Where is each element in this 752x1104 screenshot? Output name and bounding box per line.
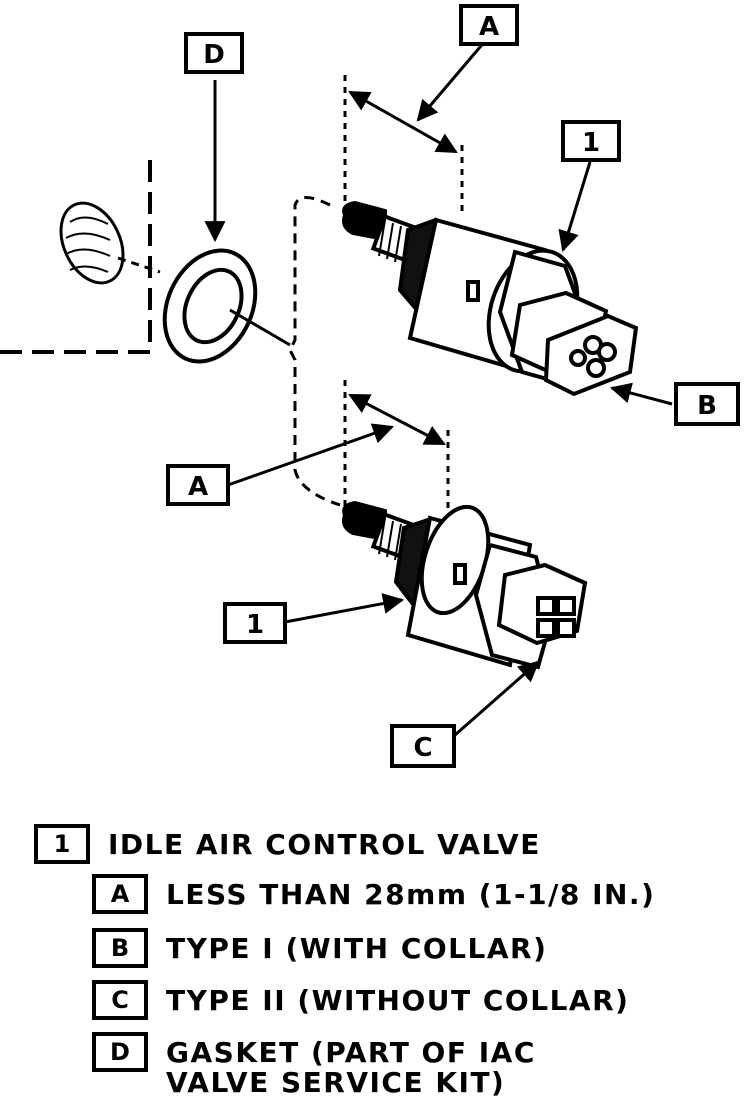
throttle-body-outline [0, 160, 152, 354]
legend-key-d: D [92, 1032, 148, 1072]
leader-a-top [416, 39, 488, 122]
bore-seat [59, 201, 125, 285]
legend-key-b: B [92, 928, 148, 968]
callout-1-top: 1 [561, 120, 621, 162]
iac-valve-type-1 [342, 200, 639, 397]
callout-c: C [390, 724, 456, 768]
legend-label-1: IDLE AIR CONTROL VALVE [108, 827, 541, 861]
legend-key-c: C [92, 980, 148, 1020]
leader-a-mid [227, 423, 394, 487]
iac-valve-type-2 [342, 500, 588, 670]
centerline-bore [117, 256, 161, 274]
svg-text:D: D [203, 40, 225, 70]
iac-valve-diagram: A D 1 B A 1 C [0, 4, 740, 768]
svg-text:C: C [413, 733, 432, 763]
svg-text:1: 1 [582, 128, 600, 158]
svg-text:1: 1 [246, 610, 264, 640]
svg-text:A: A [479, 12, 499, 42]
leader-1-top [558, 161, 592, 253]
legend-item-a: A LESS THAN 28mm (1-1/8 IN.) [92, 874, 655, 914]
callout-d: D [184, 32, 244, 74]
legend-key-a: A [92, 874, 148, 914]
legend-key-1: 1 [34, 824, 90, 864]
leader-1-bottom [284, 593, 405, 624]
callout-1-bottom: 1 [223, 602, 287, 644]
leader-c [454, 660, 540, 737]
legend-item-b: B TYPE I (WITH COLLAR) [92, 928, 547, 968]
legend-label-b: TYPE I (WITH COLLAR) [166, 931, 548, 965]
dimension-a-lower [343, 380, 450, 515]
legend-item-d: D GASKET (PART OF IAC [92, 1032, 536, 1072]
legend-item-1: 1 IDLE AIR CONTROL VALVE [34, 824, 541, 864]
legend-label-a: LESS THAN 28mm (1-1/8 IN.) [166, 877, 656, 911]
alignment-path [288, 196, 341, 507]
callout-a-mid: A [166, 464, 230, 506]
callout-a-top: A [459, 4, 519, 46]
gasket [162, 248, 258, 364]
legend-label-d-line2: VALVE SERVICE KIT) [166, 1066, 506, 1099]
dimension-a-top [343, 75, 464, 215]
legend-item-c: C TYPE II (WITHOUT COLLAR) [92, 980, 629, 1020]
svg-text:A: A [188, 472, 208, 502]
gasket-leader [229, 308, 291, 347]
svg-text:B: B [697, 391, 717, 421]
callout-b: B [674, 382, 740, 426]
legend-label-c: TYPE II (WITHOUT COLLAR) [166, 983, 630, 1017]
legend-label-d: GASKET (PART OF IAC [166, 1035, 536, 1069]
leader-b [609, 382, 673, 406]
